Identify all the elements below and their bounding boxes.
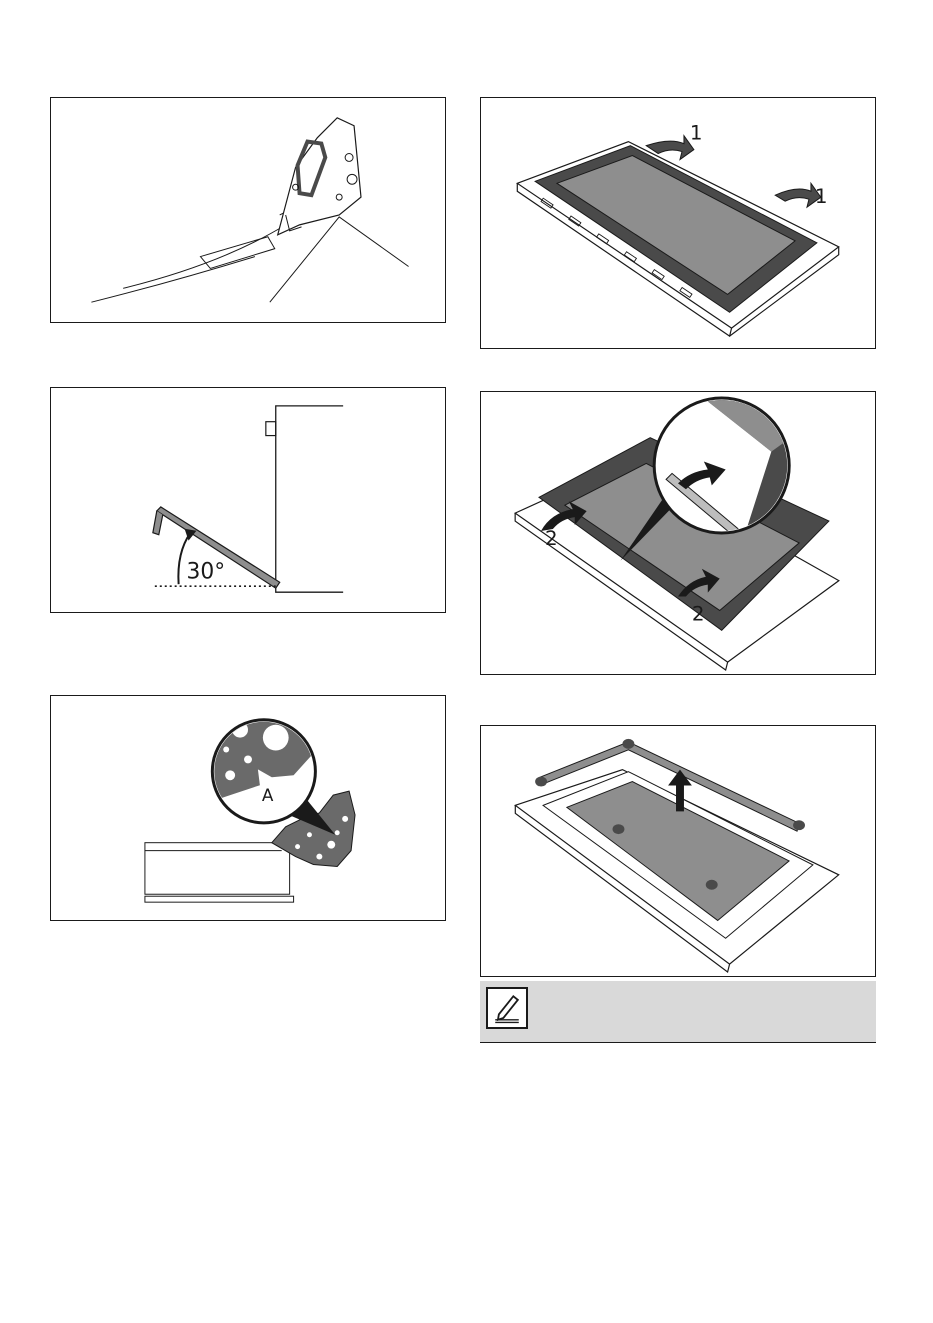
- figure-slide-glass: 2 2: [480, 391, 876, 675]
- callout-label-a: A: [262, 785, 274, 805]
- door-angle-drawing: 30°: [51, 388, 445, 612]
- angle-label: 30°: [187, 559, 226, 584]
- slide-glass-drawing: 2 2: [481, 392, 875, 674]
- remove-trim-drawing: 1 1: [481, 98, 875, 348]
- figure-lift-glass: [480, 725, 876, 977]
- lift-glass-drawing: [481, 726, 875, 976]
- step-label-1a: 1: [690, 122, 703, 145]
- step-label-1b: 1: [815, 185, 828, 208]
- figure-hinge-closeup: [50, 97, 446, 323]
- figure-remove-trim: 1 1: [480, 97, 876, 349]
- figure-door-angle: 30°: [50, 387, 446, 613]
- step-label-2b: 2: [692, 602, 705, 625]
- hinge-closeup-drawing: [51, 98, 445, 322]
- figure-hinge-lock: A: [50, 695, 446, 921]
- pencil-note-icon: [486, 987, 528, 1029]
- hinge-lock-drawing: A: [51, 696, 445, 920]
- note-box: [480, 981, 876, 1043]
- step-label-2a: 2: [545, 527, 558, 550]
